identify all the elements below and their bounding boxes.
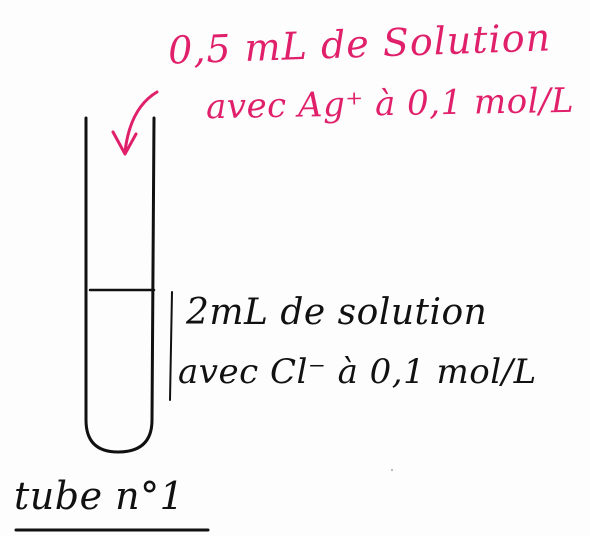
- tube-label: tube n°1: [14, 474, 185, 518]
- tube-content-line1: 2mL de solution: [186, 292, 488, 333]
- tube-content-line2: avec Cl⁻ à 0,1 mol/L: [178, 352, 537, 392]
- added-solution-line2: avec Ag⁺ à 0,1 mol/L: [205, 80, 575, 128]
- content-bracket: [169, 291, 173, 401]
- curved-down-arrow-icon: [111, 90, 159, 156]
- test-tube: [84, 116, 156, 454]
- paper-speck: [390, 468, 394, 472]
